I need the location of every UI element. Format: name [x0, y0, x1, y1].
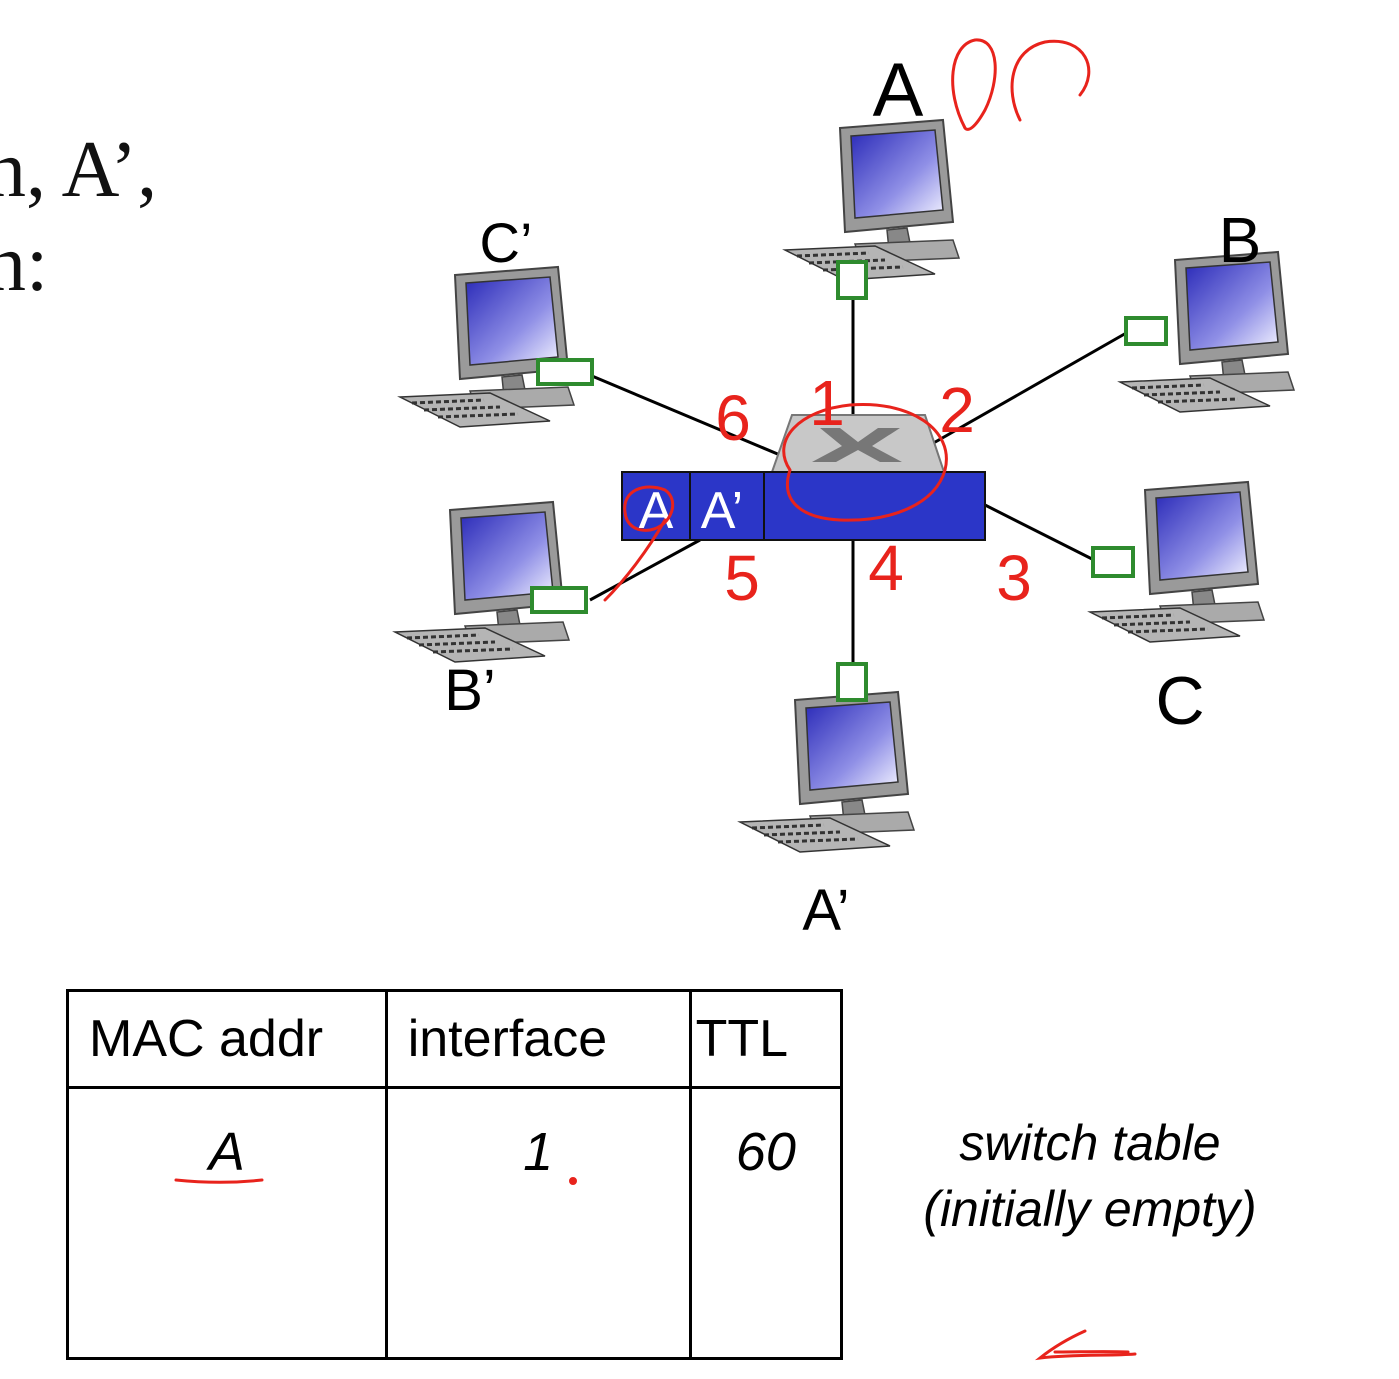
- caption-line-2: (initially empty): [923, 1181, 1257, 1237]
- switch-cross-icon: [812, 428, 902, 462]
- header-interface: interface: [384, 989, 692, 1089]
- port-label-3: 3: [996, 542, 1032, 614]
- host-label-A-prime: A’: [802, 878, 849, 943]
- adapter-C: [1091, 546, 1135, 578]
- link-port-5: [589, 538, 701, 602]
- switch-table-caption: switch table (initially empty): [880, 1110, 1300, 1242]
- link-port-3: [984, 503, 1099, 564]
- caption-line-1: switch table: [959, 1115, 1221, 1171]
- host-label-C-prime: C’: [480, 211, 533, 274]
- adapter-C-prime: [536, 358, 594, 386]
- annotation-circle-source: [623, 485, 675, 532]
- network-adapters: [530, 260, 1168, 702]
- link-port-2: [929, 330, 1129, 447]
- frame-destination-address: A’: [701, 482, 743, 540]
- host-label-C: C: [1155, 663, 1204, 739]
- annotation-circle-switch: [782, 402, 948, 522]
- switch-table: MAC addr interface TTL A 1 60: [66, 989, 844, 1360]
- port-label-1: 1: [809, 367, 845, 439]
- table-row: A 1 60: [66, 1086, 844, 1360]
- port-label-2: 2: [939, 374, 975, 446]
- annotation-stroke-to-Bprime: [603, 518, 667, 602]
- host-label-B: B: [1219, 204, 1262, 276]
- slide-text-line-2: n:: [0, 220, 48, 308]
- adapter-A: [836, 260, 868, 300]
- host-label-B-prime: B’: [444, 658, 496, 723]
- port-label-5: 5: [724, 542, 760, 614]
- table-header-row: MAC addr interface TTL: [66, 989, 844, 1089]
- host-label-A: A: [873, 48, 924, 133]
- link-port-6: [591, 374, 781, 457]
- header-mac-addr: MAC addr: [66, 989, 388, 1089]
- host-B-prime: [393, 500, 571, 664]
- annotation-arrow: [1034, 1329, 1137, 1361]
- cell-mac: A: [66, 1086, 388, 1360]
- adapter-A-prime: [836, 662, 868, 702]
- port-numbers: 1 2 3 4 5 6: [715, 367, 1032, 614]
- switch: A A’: [621, 414, 986, 541]
- port-label-6: 6: [715, 382, 751, 454]
- host-labels: A B C A’ B’ C’: [444, 48, 1261, 943]
- switch-frame-bar: [621, 471, 986, 541]
- cell-ttl: 60: [688, 1086, 844, 1360]
- host-C-prime: [398, 265, 576, 429]
- adapter-B: [1124, 316, 1168, 346]
- annotation-scribble-near-A: [951, 38, 1091, 131]
- header-ttl: TTL: [688, 989, 844, 1089]
- host-A-prime: [738, 690, 916, 854]
- network-links: [589, 300, 1129, 664]
- host-A: [783, 118, 961, 282]
- slide-text-fragment: n, A’, n:: [0, 126, 157, 308]
- adapter-B-prime: [530, 586, 588, 614]
- slide-text-line-1: n, A’,: [0, 126, 157, 214]
- port-label-4: 4: [868, 532, 904, 604]
- cell-interface: 1: [384, 1086, 692, 1360]
